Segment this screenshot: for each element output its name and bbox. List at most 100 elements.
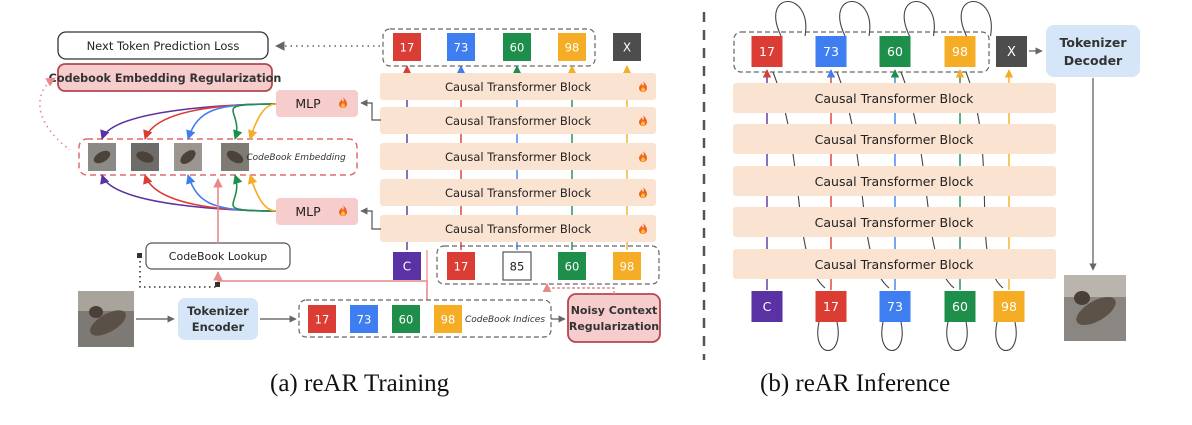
block-to-mlp-upper xyxy=(360,99,381,121)
inf-end-token-box xyxy=(996,36,1027,67)
transformer-block-label: Causal Transformer Block xyxy=(445,80,591,94)
transformer-block-label: Causal Transformer Block xyxy=(445,150,591,164)
index-token-60-box xyxy=(392,305,420,333)
mlp-embedding-arrow xyxy=(232,174,277,212)
inf-transformer-block-label: Causal Transformer Block xyxy=(815,215,974,230)
mlp-lower-box xyxy=(276,198,358,225)
noisy-to-input-arrow xyxy=(542,283,615,294)
inf-output-token-17-label: 17 xyxy=(759,44,775,59)
inf-input-token-73-box xyxy=(879,291,911,322)
codebook-embedding-label: CodeBook Embedding xyxy=(246,153,346,163)
transformer-block xyxy=(380,179,656,206)
inf-input-token-17-box xyxy=(815,291,847,322)
noisy-label-line1: Noisy Context xyxy=(571,304,658,317)
end-token-box xyxy=(613,33,641,61)
lookup-dotted-link xyxy=(139,256,218,288)
mlp-embedding-arrow xyxy=(100,174,277,212)
cat-patch-thumbnail xyxy=(88,143,116,171)
transformer-block-label: Causal Transformer Block xyxy=(445,114,591,128)
cat-patch-thumbnail xyxy=(174,143,202,171)
inf-output-token-60-label: 60 xyxy=(887,44,903,59)
transformer-block xyxy=(380,143,656,170)
inf-transformer-block-label: Causal Transformer Block xyxy=(815,91,974,106)
inf-transformer-block xyxy=(733,207,1056,237)
encoder-box xyxy=(178,298,258,340)
autoregressive-loop-top xyxy=(839,1,871,37)
inf-input-token-60-box xyxy=(944,291,976,322)
index-token-17-box xyxy=(308,305,336,333)
output-token-98-label: 98 xyxy=(565,40,580,54)
autoregressive-loop-bottom xyxy=(946,321,968,351)
index-token-17-label: 17 xyxy=(315,312,330,326)
transformer-block xyxy=(380,107,656,134)
inf-input-token-73-label: 73 xyxy=(887,299,903,314)
loss-box xyxy=(57,31,269,60)
input-token-60-box xyxy=(558,252,586,280)
inf-output-token-98-label: 98 xyxy=(952,44,968,59)
noisy-label-line2: Regularization xyxy=(569,320,659,333)
decoder-label-line1: Tokenizer xyxy=(1059,35,1127,50)
inf-transformer-block-label: Causal Transformer Block xyxy=(815,174,974,189)
output-tokens-group xyxy=(382,28,596,67)
transformer-block xyxy=(380,215,656,242)
inf-output-token-73-box xyxy=(815,36,847,67)
mlp-embedding-arrow xyxy=(248,103,277,140)
index-token-98-label: 98 xyxy=(441,312,456,326)
index-token-73-label: 73 xyxy=(357,312,372,326)
input-token-98-box xyxy=(613,252,641,280)
cond-token-label: C xyxy=(403,260,411,274)
output-token-60-box xyxy=(503,33,531,61)
inference-caption: (b) reAR Inference xyxy=(760,370,951,397)
inf-end-token-label: X xyxy=(1007,45,1016,60)
decoder-label-line2: Decoder xyxy=(1064,53,1123,68)
output-token-98-box xyxy=(558,33,586,61)
codebook-embedding-box xyxy=(78,138,358,176)
dot-marker xyxy=(215,282,220,287)
loss-label: Next Token Prediction Loss xyxy=(87,39,240,53)
inf-transformer-block xyxy=(733,83,1056,113)
decoder-box xyxy=(1046,25,1140,77)
codebook-lookup-label: CodeBook Lookup xyxy=(169,250,267,263)
output-token-73-label: 73 xyxy=(454,40,469,54)
mlp-embedding-arrow xyxy=(232,103,277,140)
input-cat-image xyxy=(78,291,134,347)
encoder-label-line1: Tokenizer xyxy=(187,304,249,318)
inf-output-token-98-box xyxy=(944,36,976,67)
index-token-98-box xyxy=(434,305,462,333)
autoregressive-loop-bottom xyxy=(881,321,903,351)
reg-label: Codebook Embedding Regularization xyxy=(49,72,282,85)
index-token-73-box xyxy=(350,305,378,333)
inf-input-token-17-label: 17 xyxy=(823,299,839,314)
transformer-block-label: Causal Transformer Block xyxy=(445,222,591,236)
reg-box xyxy=(57,63,273,92)
autoregressive-loop-bottom xyxy=(817,321,839,351)
inf-input-token-98-box xyxy=(993,291,1025,322)
mlp-embedding-arrow xyxy=(100,103,277,140)
dot-marker xyxy=(137,253,142,258)
block-to-mlp-lower xyxy=(360,207,381,230)
input-token-17-box xyxy=(447,252,475,280)
cat-patch-thumbnail xyxy=(131,143,159,171)
transformer-block xyxy=(380,73,656,100)
inference-output-group xyxy=(733,31,990,73)
input-token-60-label: 60 xyxy=(565,259,580,273)
inf-output-token-60-box xyxy=(879,36,911,67)
inf-transformer-block xyxy=(733,166,1056,196)
inf-cond-token-box xyxy=(751,291,783,322)
mlp-upper-box xyxy=(276,90,358,117)
input-token-98-label: 98 xyxy=(620,259,635,273)
noisy-reg-box xyxy=(567,293,661,343)
output-token-73-box xyxy=(447,33,475,61)
inf-input-token-98-label: 98 xyxy=(1001,299,1017,314)
inf-input-token-60-label: 60 xyxy=(952,299,968,314)
training-caption: (a) reAR Training xyxy=(270,370,450,397)
inf-transformer-block xyxy=(733,124,1056,154)
end-token-label: X xyxy=(623,41,631,55)
mlp-embedding-arrow xyxy=(247,174,277,212)
inf-transformer-block-label: Causal Transformer Block xyxy=(815,132,974,147)
index-token-60-label: 60 xyxy=(399,312,414,326)
transformer-block-label: Causal Transformer Block xyxy=(445,186,591,200)
indices-to-lookup-arrow xyxy=(213,271,428,300)
mlp-upper-label: MLP xyxy=(295,96,321,111)
